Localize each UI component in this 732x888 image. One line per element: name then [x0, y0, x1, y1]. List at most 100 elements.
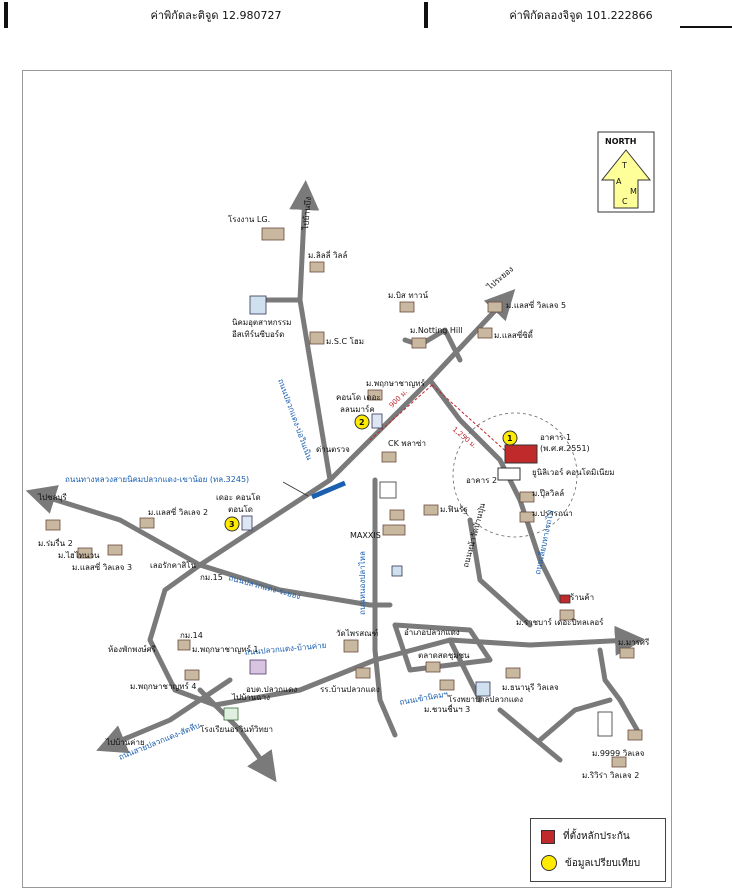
house-icon-lasie2: [139, 517, 155, 529]
distance-1250: 1,250 ม.: [451, 425, 478, 450]
maxxis-icon: [382, 524, 406, 536]
label-notting-hill: ม.Notting Hill: [410, 326, 463, 335]
label-ruen-sukh: ม.ฟินรัฐ: [440, 505, 468, 514]
building-east-icon: [597, 711, 613, 737]
label-riviera-2: ม.ริวิร่า วิลเลจ 2: [582, 771, 639, 780]
legend-subject-swatch: [541, 829, 555, 844]
label-to-saen-ban: ไปบ้านบึง: [301, 196, 313, 231]
label-ratchabar: ม.ราชบาร์ เดอะปิทลเลอร์: [516, 617, 604, 627]
latitude-label: ค่าพิกัดละติจูด 12.980727: [150, 9, 282, 22]
label-to-rayong: ไประยอง: [485, 265, 515, 293]
subject-location: 1 อาคาร 1 (พ.ศ.ศ.2551) อาคาร 2 ยูนิลิเวอ…: [466, 430, 614, 485]
compass-letter-a: A: [616, 177, 622, 186]
house-icon-km14: [177, 639, 191, 651]
header-divider-middle: [424, 2, 428, 28]
road-loop-sw: [147, 562, 218, 708]
label-hightown: ม.ไฮไทนวน: [58, 551, 100, 560]
label-km14: กม.14: [180, 631, 203, 640]
label-sc-home: ม.S.C โฮม: [326, 336, 364, 346]
hospital-icon: [475, 681, 491, 697]
subject-radius: [452, 412, 578, 538]
legend-comparables-label: ข้อมูลเปรียบเทียบ: [565, 857, 641, 869]
label-hospital: โรงพยาบาลปลวกแดง: [448, 694, 523, 704]
legend-comparables: ข้อมูลเปรียบเทียบ: [541, 855, 640, 871]
label-lasie-3: ม.แลสซี่ วิลเลจ 3: [72, 561, 132, 572]
label-road-rayong: ถนนปลวกแดง-ระยอง: [227, 573, 301, 601]
house-icon-ruen-sukh: [423, 504, 439, 516]
label-school-vinvitaya: โรงเรียนอรวินท์วิทยา: [200, 724, 273, 734]
label-road-khao-noi: ถนนหนองปลาไหล: [358, 551, 367, 615]
label-road-north: ถนนปลวกแดง-บ่อวินเนิน: [276, 378, 314, 462]
subject-building: [504, 444, 538, 464]
label-condo-deluxe: คอนโด เดอะ: [336, 392, 381, 402]
label-to-sattahip: ไปบ้านฉาง: [231, 693, 270, 702]
label-lg-factory: โรงงาน LG.: [228, 214, 270, 224]
label-thanuri: ม.ธนานุรี วิลเลจ: [502, 683, 559, 692]
shop-icon-ck: [381, 451, 397, 463]
road-lower-grid: [392, 622, 493, 673]
house-icon-mansri: [619, 647, 635, 659]
road-vertical-center: [372, 477, 398, 738]
compass-north-label: NORTH: [605, 137, 636, 146]
house-icon-lasie3: [77, 547, 93, 559]
label-ruen-2: ม.ร่มรื่น 2: [38, 537, 73, 548]
label-mansri: ม.มารศรี: [618, 638, 650, 647]
road-network: [25, 180, 645, 783]
shop-icon-red: [559, 594, 571, 604]
marker-3-label: 3: [229, 520, 235, 529]
house-icon-lasie5: [487, 301, 503, 313]
house-icon-sc: [309, 331, 325, 345]
label-bis-town: ม.บิส ทาวน์: [388, 290, 429, 300]
factory-lg-icon: [261, 227, 285, 241]
house-icon-lilly: [309, 261, 325, 273]
label-pruksa-chan: ม.พฤกษาชาญทร์: [366, 378, 426, 388]
house-icon-pruksa: [367, 389, 383, 401]
house-icon-9999: [627, 729, 643, 741]
label-pruksa-4: ม.พฤกษาชาญทร์ 4: [130, 681, 196, 691]
map-legend: ที่ตั้งหลักประกัน ข้อมูลเปรียบเทียบ: [530, 818, 666, 882]
label-chuanchuen-3: ม.ชวนชื่นฯ 3: [424, 703, 470, 714]
house-icon-hightown: [107, 544, 123, 556]
house-icon-sirirat: [519, 491, 535, 503]
north-compass: NORTH T A M C: [597, 131, 655, 213]
header-underline: [680, 26, 732, 28]
house-icons: [45, 227, 643, 768]
condo-icon-3: [241, 515, 253, 531]
label-to-chonburi: ไปชลบุรี: [37, 493, 68, 502]
compass-letter-m: M: [630, 187, 637, 196]
house-icon-riviera: [611, 756, 627, 768]
marker-1-label: 1: [507, 434, 513, 443]
label-maxxis: MAXXIS: [350, 531, 381, 540]
label-ck-plaza: CK พลาซ่า: [388, 439, 426, 448]
label-checkpoint: ด่านตรวจ: [316, 445, 350, 454]
compass-letter-c: C: [622, 197, 628, 206]
house-icon-notting: [411, 337, 427, 349]
label-market: ตลาดสดชุมชน: [418, 651, 470, 660]
label-admin-pluak: อบต.ปลวกแดง: [246, 685, 297, 694]
label-unilever: ยูนิลิเวอร์ คอนโดมิเนียม: [532, 467, 614, 478]
label-condo-deluxe-2: ลลนมาร์ค: [340, 404, 375, 414]
industrial-icon: [249, 295, 267, 315]
house-icon-prathana: [519, 511, 535, 523]
compass-letter-t: T: [621, 161, 627, 170]
label-law-cheong: เลอรักคาสิโน: [150, 560, 197, 570]
road-lower-se: [447, 637, 483, 703]
condo-icon-2: [371, 413, 383, 429]
label-shop: ร้านค้า: [570, 593, 594, 602]
house-icon-pruksa4: [184, 669, 200, 681]
house-icon-lasie-city: [477, 327, 493, 339]
road-west: [25, 485, 203, 568]
school-icon: [355, 667, 371, 679]
road-mid-e: [212, 625, 645, 708]
comparable-markers: 2 3: [224, 413, 383, 532]
label-building-2: อาคาร 2: [466, 476, 497, 485]
label-industrial-estate: นิคมอุตสาหกรรม: [232, 318, 291, 327]
legend-subject: ที่ตั้งหลักประกัน: [541, 829, 630, 844]
house-icon-ruen2: [45, 519, 61, 531]
label-prathana: ม.ปรารถนา: [532, 509, 573, 518]
coordinate-header: ค่าพิกัดละติจูด 12.980727 ค่าพิกัดลองจิจ…: [0, 0, 732, 32]
house-icon-chuanchuen: [439, 679, 455, 691]
place-labels: โรงงาน LG. ม.ลิลลี่ วิลล์ นิคมอุตสาหกรรม…: [38, 214, 650, 780]
road-east-stub: [597, 647, 643, 738]
pointer-highway: [282, 481, 309, 497]
